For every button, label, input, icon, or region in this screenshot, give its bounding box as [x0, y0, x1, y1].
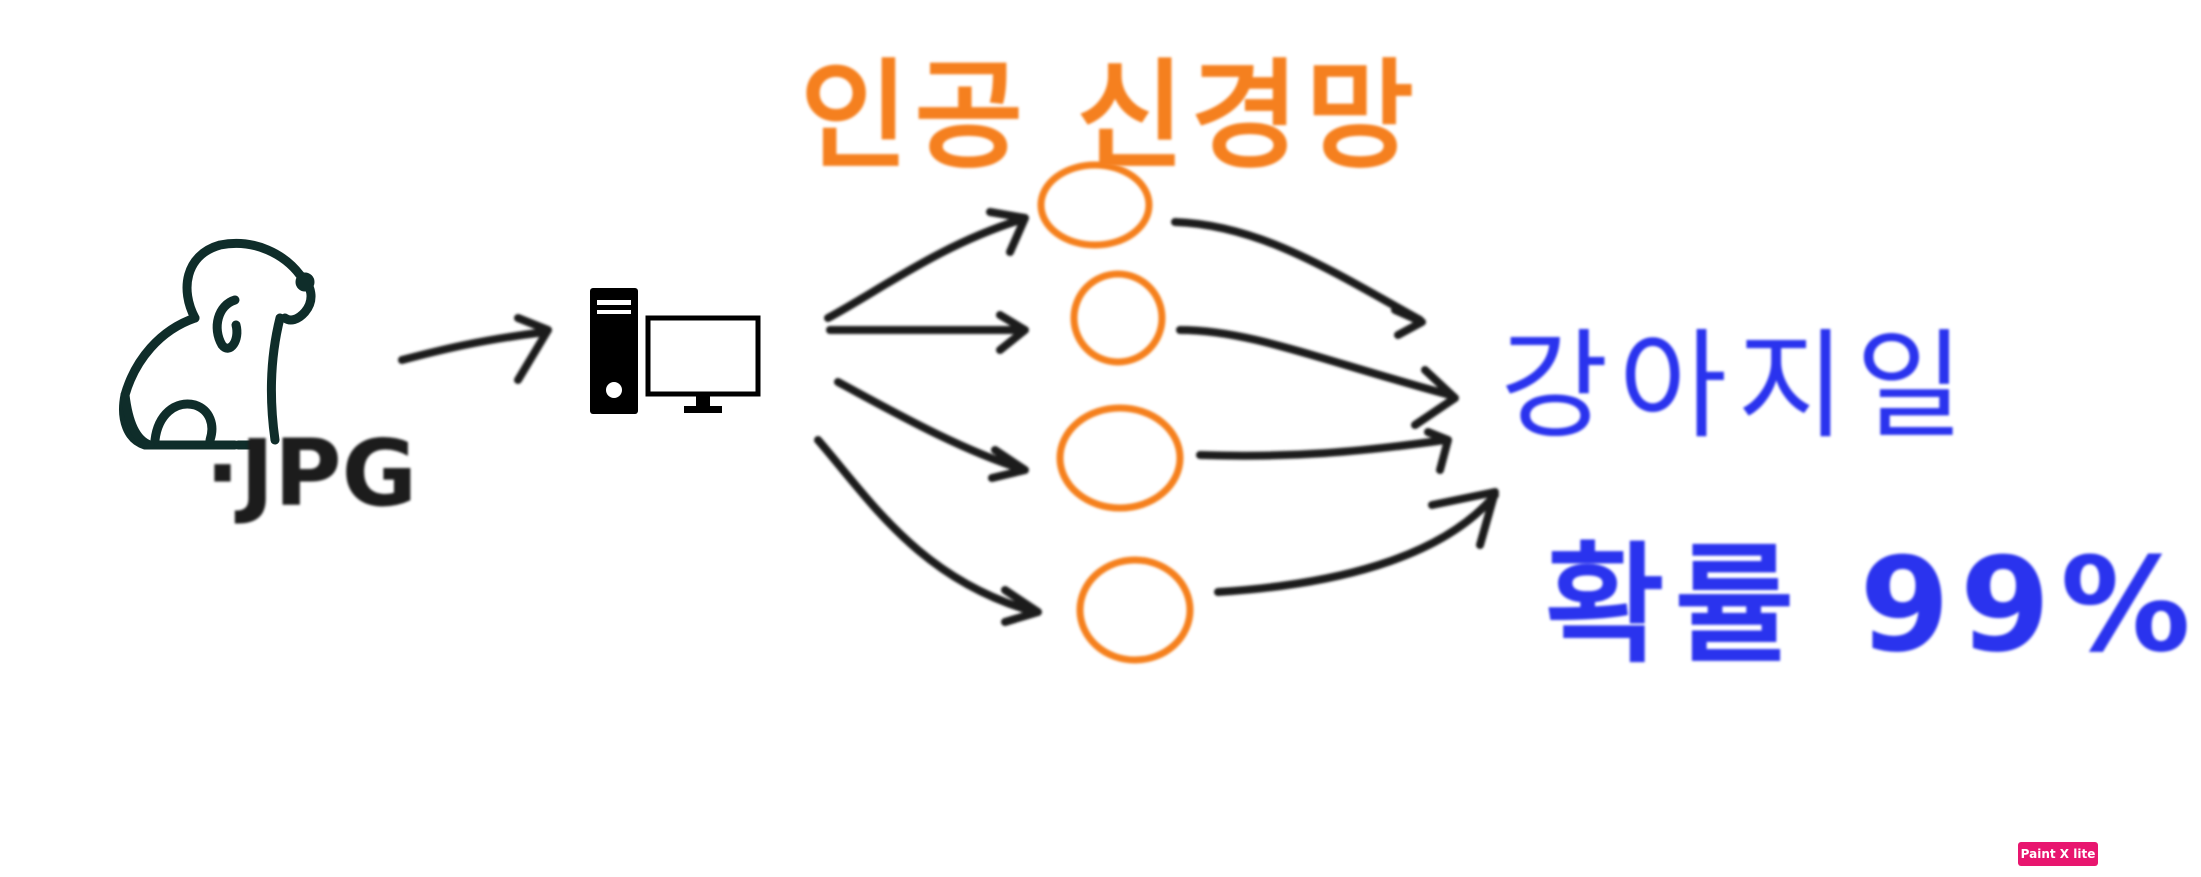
- neural-network-nodes: [1037, 161, 1194, 664]
- arrow-to-node-1: [824, 208, 1029, 322]
- output-label-line1: 강아지일: [1500, 317, 1975, 455]
- arrows: [398, 208, 1499, 626]
- arrow-node-2-out: [1176, 326, 1459, 429]
- arrow-to-node-3: [834, 378, 1029, 482]
- node-1: [1037, 161, 1153, 249]
- arrow-to-node-2: [826, 311, 1029, 354]
- arrow-input-to-computer: [398, 314, 552, 384]
- arrow-node-1-out: [1171, 218, 1426, 339]
- app-watermark-badge[interactable]: Paint X lite: [2018, 842, 2098, 866]
- dog-icon: [119, 239, 316, 450]
- output-label-line2: 확률 99%: [1545, 529, 2201, 681]
- node-4: [1076, 556, 1194, 664]
- computer-icon: [590, 288, 761, 414]
- arrow-node-4-out: [1214, 488, 1499, 596]
- arrow-node-3-out: [1196, 428, 1452, 474]
- node-2: [1070, 270, 1166, 366]
- diagram-title: 인공 신경망: [800, 47, 1420, 185]
- arrow-to-node-4: [814, 436, 1042, 626]
- input-format-label: ·JPG: [205, 420, 418, 527]
- diagram-canvas: [119, 161, 1499, 664]
- node-3: [1056, 404, 1184, 512]
